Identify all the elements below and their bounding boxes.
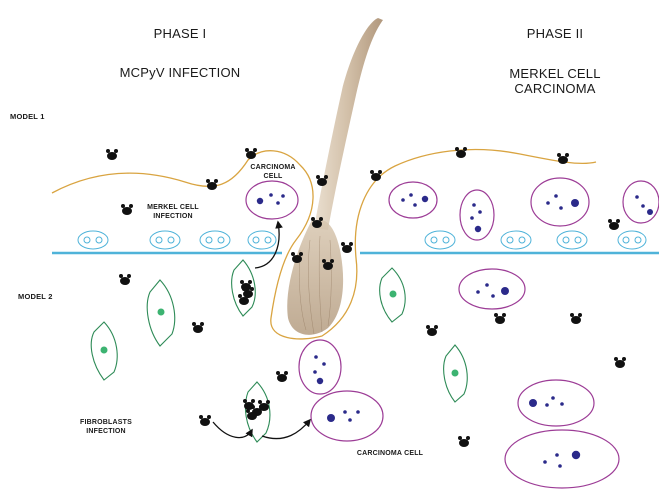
arrow-to-carcinoma-top — [255, 222, 279, 268]
virus-particle — [276, 371, 288, 382]
virus-particle — [370, 170, 382, 181]
phase1-subtitle: MCPyV INFECTION — [95, 65, 265, 80]
carcinoma-cell — [460, 190, 494, 240]
virus-particle — [206, 179, 218, 190]
virus-particle — [245, 148, 257, 159]
hair-bulb — [287, 220, 343, 335]
carcinoma-cell — [311, 391, 383, 441]
virus-particle — [494, 313, 506, 324]
carcinoma-cell-bottom-label: CARCINOMA CELL — [345, 449, 435, 458]
merkel-infection-line2: INFECTION — [138, 212, 208, 221]
virus-particle — [199, 415, 211, 426]
virus-particle — [458, 436, 470, 447]
virus-particle — [614, 357, 626, 368]
virus-particle — [119, 274, 131, 285]
carcinoma-cell-top-label: CARCINOMA CELL — [240, 163, 306, 181]
merkel-infection-label: MERKEL CELL INFECTION — [138, 203, 208, 221]
arrow-fibroblast-infection — [213, 422, 252, 438]
merkel-cells-right — [425, 231, 646, 249]
virus-particle — [570, 313, 582, 324]
carcinoma-cell-top-line1: CARCINOMA — [240, 163, 306, 172]
virus-particle — [246, 409, 258, 420]
merkel-cells-left — [78, 231, 276, 249]
phase2-subtitle-line1: MERKEL CELL — [485, 66, 625, 81]
carcinoma-cell — [459, 269, 525, 309]
model2-label: MODEL 2 — [18, 292, 53, 301]
fibroblasts-line2: INFECTION — [70, 427, 142, 436]
virus-particle — [608, 219, 620, 230]
phase2-title: PHASE II — [500, 26, 610, 41]
virus-particle — [106, 149, 118, 160]
fibroblasts-line1: FIBROBLASTS — [70, 418, 142, 427]
carcinoma-cell — [389, 182, 437, 218]
virus-particle — [192, 322, 204, 333]
fibroblasts — [91, 260, 467, 442]
carcinoma-cell — [623, 181, 659, 223]
carcinoma-cell — [531, 178, 589, 226]
phase1-title: PHASE I — [125, 26, 235, 41]
virus-particle — [426, 325, 438, 336]
model1-label: MODEL 1 — [10, 112, 45, 121]
virus-particles — [106, 147, 626, 447]
phase2-subtitle-line2: CARCINOMA — [485, 81, 625, 96]
carcinoma-cell-top-line2: CELL — [240, 172, 306, 181]
merkel-infection-line1: MERKEL CELL — [138, 203, 208, 212]
virus-particle — [121, 204, 133, 215]
carcinoma-cell — [246, 181, 298, 219]
hair-shaft — [314, 18, 383, 230]
virus-particle — [455, 147, 467, 158]
carcinoma-cell — [505, 430, 619, 488]
carcinoma-cell — [299, 340, 341, 394]
fibroblasts-infection-label: FIBROBLASTS INFECTION — [70, 418, 142, 436]
virus-particle — [341, 242, 353, 253]
